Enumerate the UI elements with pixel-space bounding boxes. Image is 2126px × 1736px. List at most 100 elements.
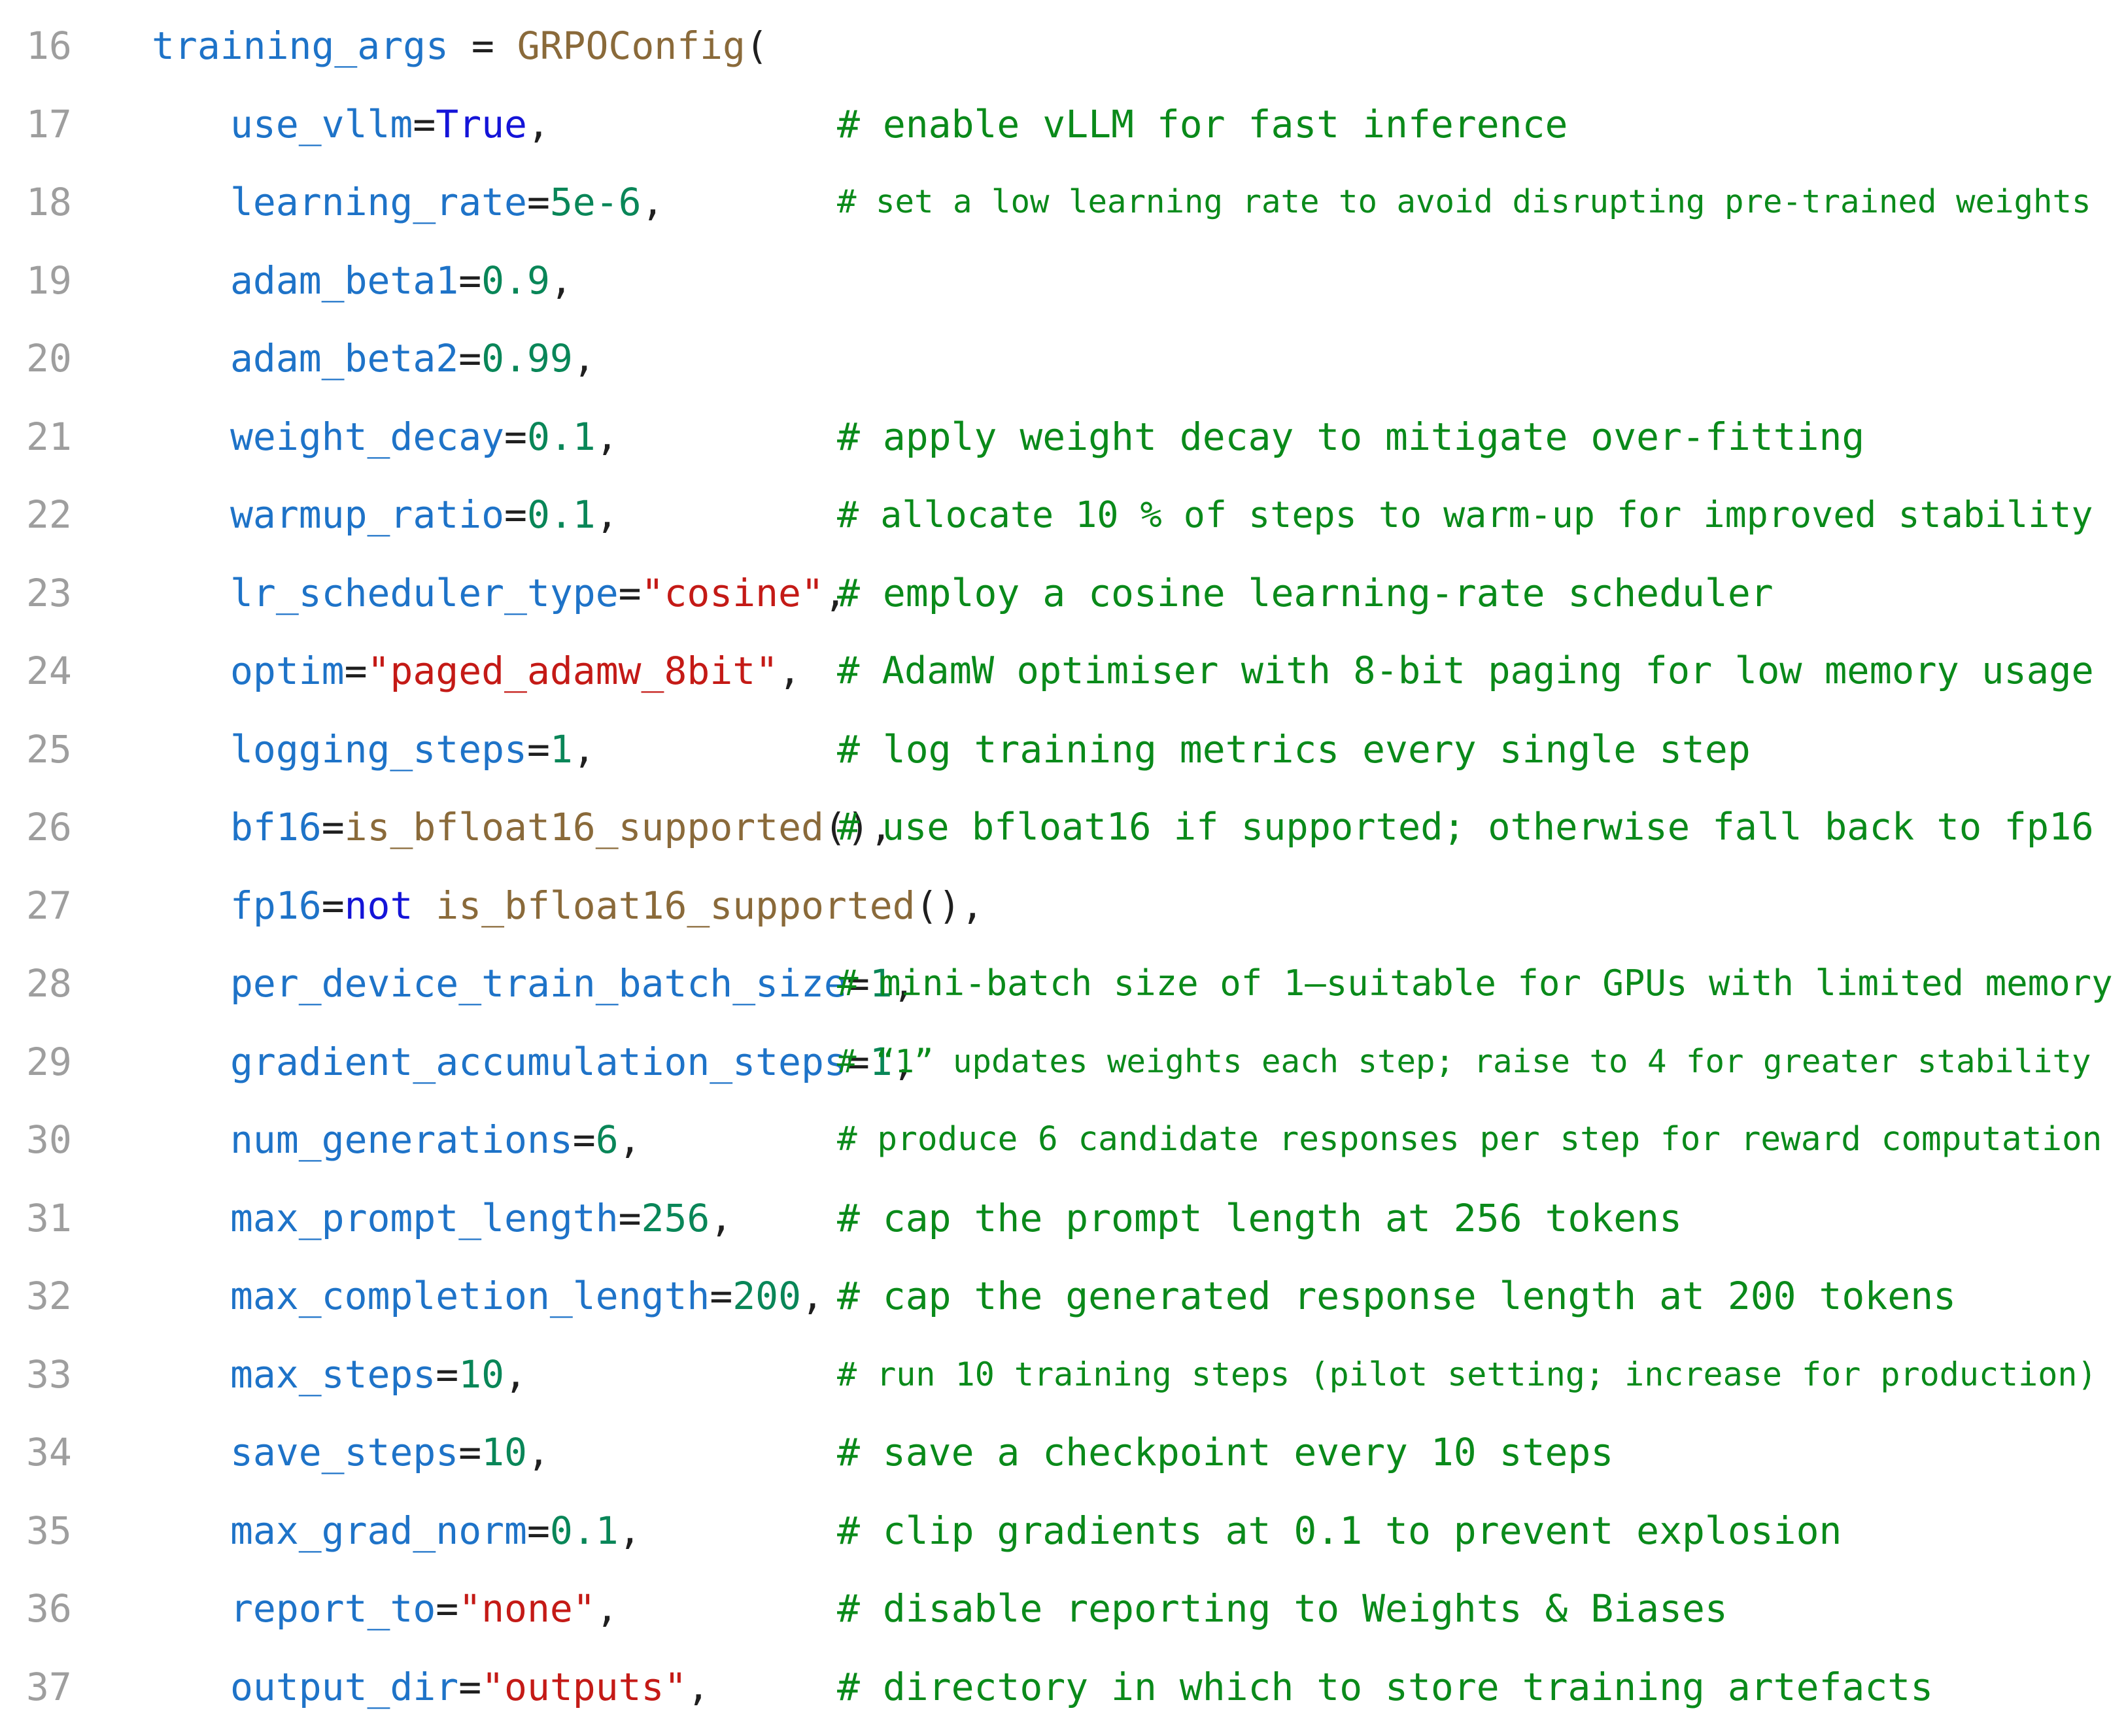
code-token: optim (230, 649, 345, 693)
line-number: 37 (26, 1664, 72, 1709)
code-token: , (710, 1195, 733, 1240)
code-text: weight_decay=0.1, (230, 398, 619, 476)
code-token: (), (823, 805, 893, 849)
code-token: report_to (230, 1586, 436, 1631)
code-token: learning_rate (230, 180, 527, 224)
code-token: max_completion_length (230, 1274, 710, 1318)
code-token: output_dir (230, 1664, 459, 1709)
code-token: , (801, 1274, 824, 1318)
code-text: save_steps=10, (230, 1413, 550, 1491)
code-token: ( (745, 24, 768, 68)
code-token: , (618, 1117, 642, 1162)
line-number: 21 (26, 414, 72, 459)
code-token: , (892, 961, 916, 1006)
code-token: , (595, 492, 619, 537)
code-token: 1 (869, 961, 893, 1006)
code-token: = (504, 414, 527, 459)
code-token: = (618, 1195, 642, 1240)
code-text: max_prompt_length=256, (230, 1179, 732, 1257)
code-token: , (526, 101, 550, 146)
code-token: max_steps (230, 1352, 436, 1397)
code-token: , (595, 414, 619, 459)
line-number: 19 (26, 258, 72, 303)
code-line[interactable]: 27 fp16=not is_bfloat16_supported(), (0, 866, 2126, 945)
code-comment: # enable vLLM for fast inference (837, 101, 1568, 146)
code-token (413, 883, 436, 928)
code-token: is_bfloat16_supported (436, 883, 916, 928)
code-token: , (641, 180, 664, 224)
code-token: , (549, 258, 573, 303)
code-text: output_dir="outputs", (230, 1648, 710, 1726)
code-comment: # apply weight decay to mitigate over-fi… (837, 414, 1865, 459)
line-number: 27 (26, 883, 72, 928)
code-text: num_generations=6, (230, 1100, 642, 1179)
code-token: lr_scheduler_type (230, 570, 619, 615)
line-number: 30 (26, 1117, 72, 1162)
code-token: 0.1 (526, 492, 596, 537)
code-token: = (344, 649, 368, 693)
line-number: 18 (26, 180, 72, 224)
code-token: = (458, 1430, 482, 1474)
code-text: per_device_train_batch_size=1, (230, 944, 916, 1023)
code-token: 5e-6 (549, 180, 642, 224)
code-token: 0.1 (526, 414, 596, 459)
code-text: fp16=not is_bfloat16_supported(), (230, 866, 984, 945)
code-token: = (572, 1117, 596, 1162)
line-number: 17 (26, 101, 72, 146)
code-token: , (572, 336, 596, 381)
code-token: not (344, 883, 413, 928)
code-token: logging_steps (230, 726, 527, 772)
line-number: 31 (26, 1195, 72, 1240)
line-number: 36 (26, 1586, 72, 1631)
code-token: per_device_train_batch_size (230, 961, 847, 1006)
code-token: , (892, 1039, 916, 1084)
code-token: num_generations (230, 1117, 573, 1162)
code-token: adam_beta1 (230, 258, 459, 303)
line-number: 35 (26, 1508, 72, 1553)
line-number: 28 (26, 961, 72, 1006)
line-number: 23 (26, 570, 72, 615)
code-token: = (458, 258, 482, 303)
code-token: , (504, 1352, 527, 1397)
code-comment: # AdamW optimiser with 8-bit paging for … (837, 649, 2094, 692)
code-text: max_grad_norm=0.1, (230, 1491, 642, 1570)
code-token: 6 (595, 1117, 619, 1162)
code-text: max_completion_length=200, (230, 1257, 824, 1335)
code-comment: # cap the generated response length at 2… (837, 1274, 1957, 1318)
code-line[interactable]: 21 weight_decay=0.1, # apply weight decay … (0, 398, 2126, 476)
code-token: , (618, 1508, 642, 1553)
code-comment: # disable reporting to Weights & Biases (837, 1586, 1728, 1631)
code-token: = (846, 961, 870, 1006)
line-number: 26 (26, 805, 72, 849)
code-token: = (321, 805, 345, 849)
code-token: "outputs" (481, 1664, 687, 1709)
code-token: , (778, 649, 801, 693)
code-text: warmup_ratio=0.1, (230, 475, 619, 554)
code-token: "paged_adamw_8bit" (367, 649, 779, 693)
code-text: training_args = GRPOConfig( (152, 7, 768, 85)
line-number: 29 (26, 1039, 72, 1084)
code-text: learning_rate=5e-6, (230, 163, 664, 241)
code-token: 10 (481, 1430, 527, 1474)
